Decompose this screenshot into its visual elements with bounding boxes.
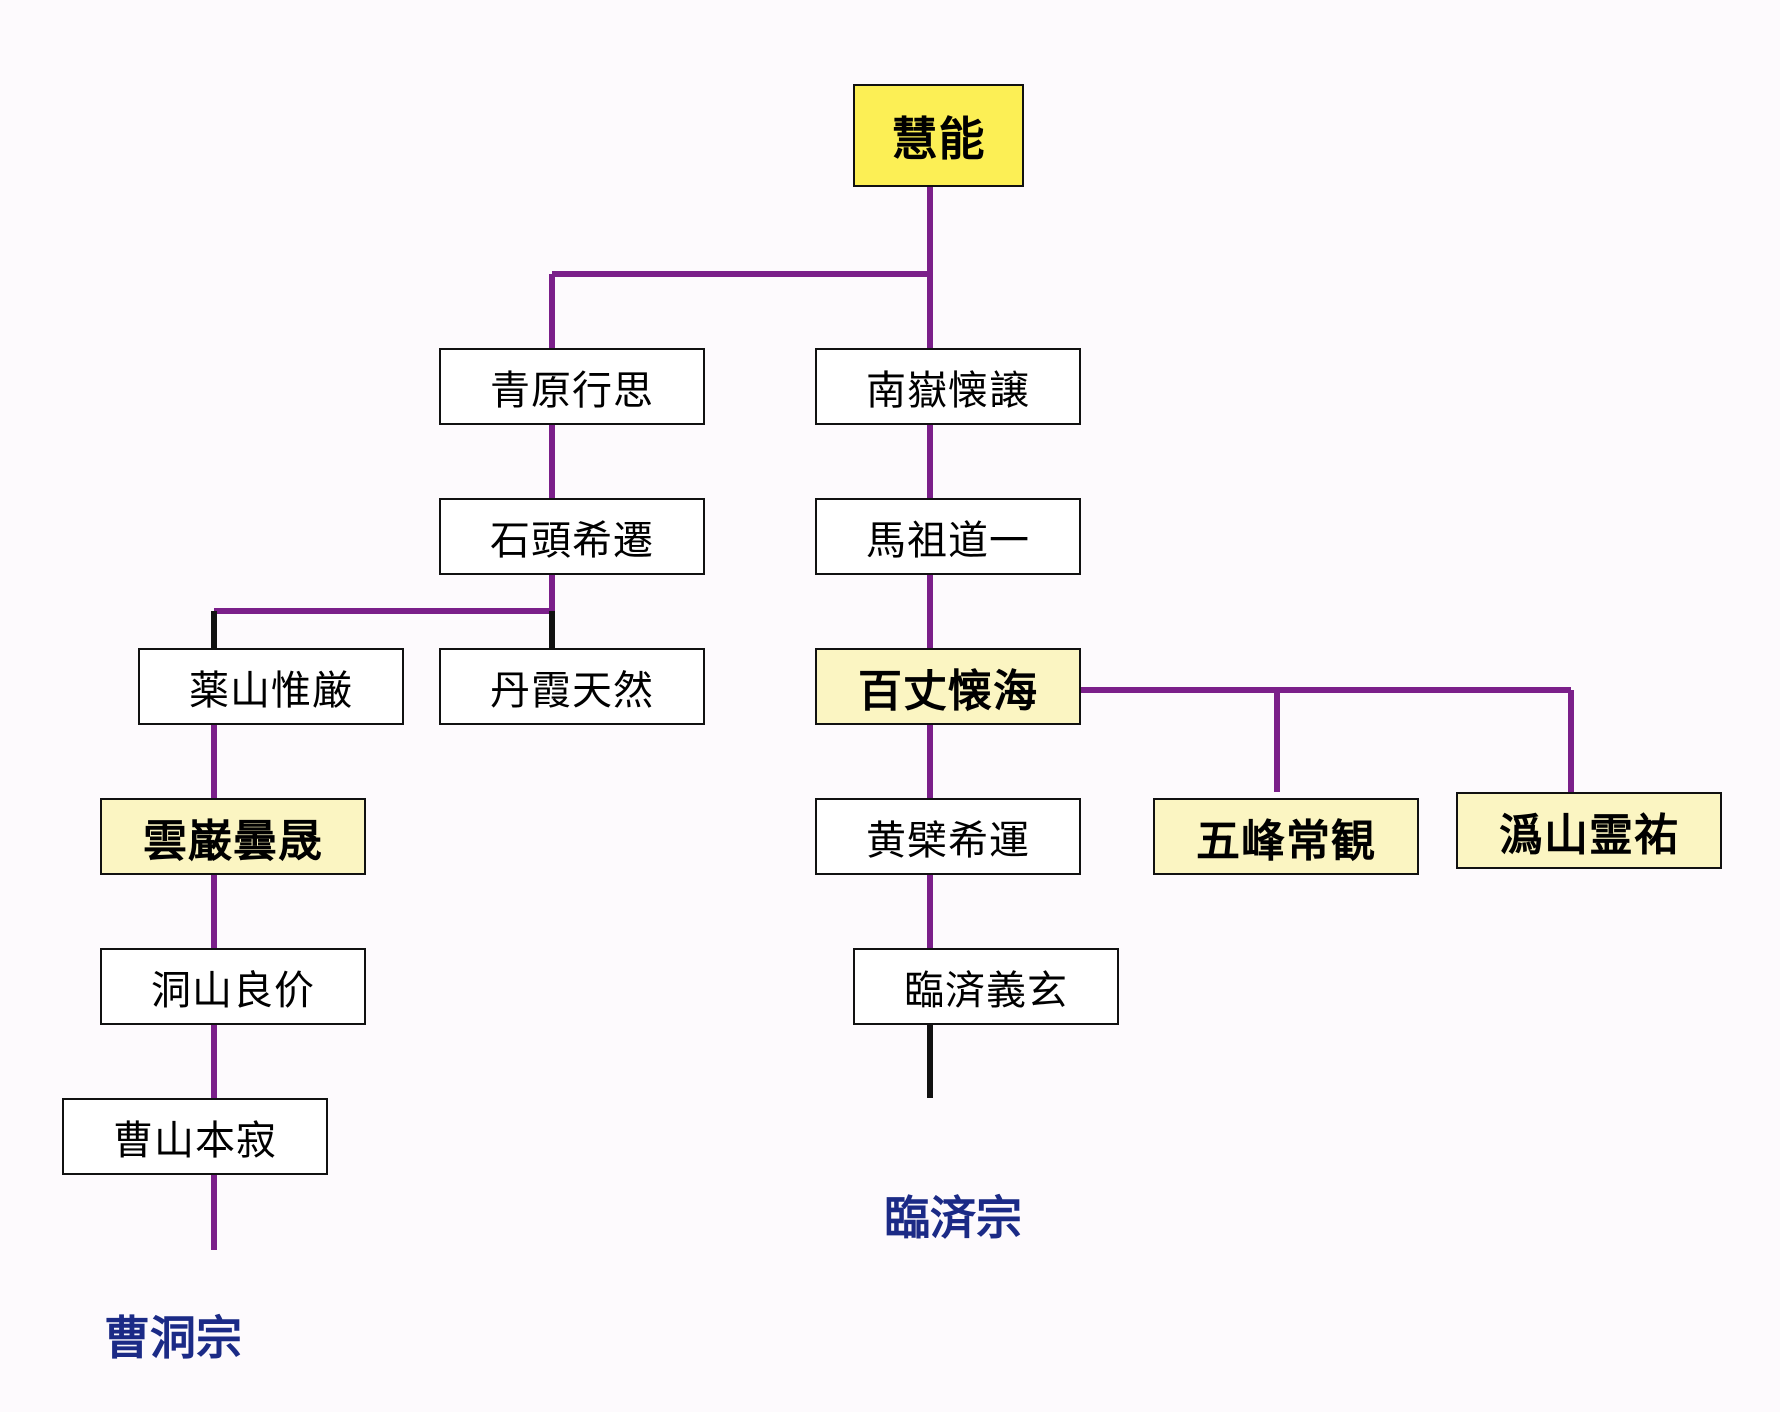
node-isan: 潙山霊祐 xyxy=(1456,792,1722,869)
node-baso: 馬祖道一 xyxy=(815,498,1081,575)
node-hyakujo: 百丈懐海 xyxy=(815,648,1081,725)
node-seigen: 青原行思 xyxy=(439,348,705,425)
node-tanka: 丹霞天然 xyxy=(439,648,705,725)
school-label-rinzai: 臨済宗 xyxy=(884,1191,1022,1245)
node-sekito: 石頭希遷 xyxy=(439,498,705,575)
node-yakusan: 薬山惟厳 xyxy=(138,648,404,725)
node-nangaku: 南嶽懐譲 xyxy=(815,348,1081,425)
node-eno: 慧能 xyxy=(853,84,1024,187)
node-ungan: 雲巌曇晟 xyxy=(100,798,366,875)
node-obaku: 黄檗希運 xyxy=(815,798,1081,875)
node-tozan: 洞山良价 xyxy=(100,948,366,1025)
school-label-soto: 曹洞宗 xyxy=(104,1311,242,1365)
node-rinzai: 臨済義玄 xyxy=(853,948,1119,1025)
node-goho: 五峰常観 xyxy=(1153,798,1419,875)
node-sozan: 曹山本寂 xyxy=(62,1098,328,1175)
